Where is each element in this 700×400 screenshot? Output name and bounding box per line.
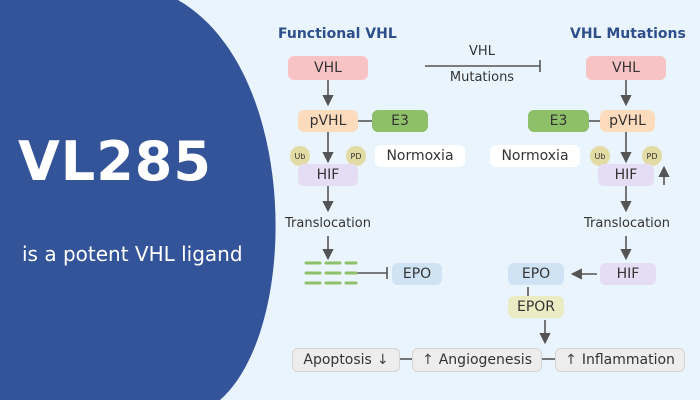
- hero-subtitle: is a potent VHL ligand: [22, 242, 243, 266]
- node-hif-right: HIF: [598, 164, 654, 186]
- pd-marker-left: PD: [346, 146, 366, 166]
- inflammation-label: Inflammation: [581, 352, 675, 368]
- node-e3-left: E3: [372, 110, 428, 132]
- hero-title: VL285: [18, 130, 212, 193]
- normoxia-label-left: Normoxia: [375, 145, 465, 167]
- vhl-mutations-title: VHL Mutations: [570, 26, 686, 42]
- functional-vhl-title: Functional VHL: [278, 26, 397, 42]
- node-vhl-left: VHL: [288, 56, 368, 80]
- angiogenesis-label: Angiogenesis: [438, 352, 532, 368]
- translocation-label-right: Translocation: [584, 216, 670, 231]
- outcome-apoptosis: Apoptosis ↓: [292, 348, 400, 372]
- node-epor-right: EPOR: [508, 296, 564, 318]
- mrna-transcripts: [304, 261, 358, 285]
- node-vhl-right: VHL: [586, 56, 666, 80]
- node-epo-right: EPO: [508, 263, 564, 285]
- arrow-up-icon: ↑: [422, 352, 434, 368]
- ub-marker-left: Ub: [290, 146, 310, 166]
- node-epo-left: EPO: [392, 263, 442, 285]
- arrow-down-icon: ↓: [376, 352, 389, 368]
- arrow-up-icon: ↑: [565, 352, 577, 368]
- apoptosis-label: Apoptosis: [303, 352, 372, 368]
- pd-marker-right: PD: [642, 146, 662, 166]
- node-e3-right: E3: [528, 110, 589, 132]
- node-hif-left: HIF: [298, 164, 358, 186]
- node-pvhl-right: pVHL: [600, 110, 655, 132]
- ub-marker-right: Ub: [590, 146, 610, 166]
- translocation-label-left: Translocation: [285, 216, 371, 231]
- node-pvhl-left: pVHL: [298, 110, 358, 132]
- node-hif-nuclear-right: HIF: [600, 263, 656, 285]
- outcome-angiogenesis: ↑ Angiogenesis: [412, 348, 542, 372]
- outcome-inflammation: ↑ Inflammation: [555, 348, 685, 372]
- blue-panel-shape: [0, 0, 276, 400]
- normoxia-label-right: Normoxia: [490, 145, 580, 167]
- center-mutations-label: Mutations: [449, 70, 515, 85]
- center-vhl-label: VHL: [469, 44, 495, 59]
